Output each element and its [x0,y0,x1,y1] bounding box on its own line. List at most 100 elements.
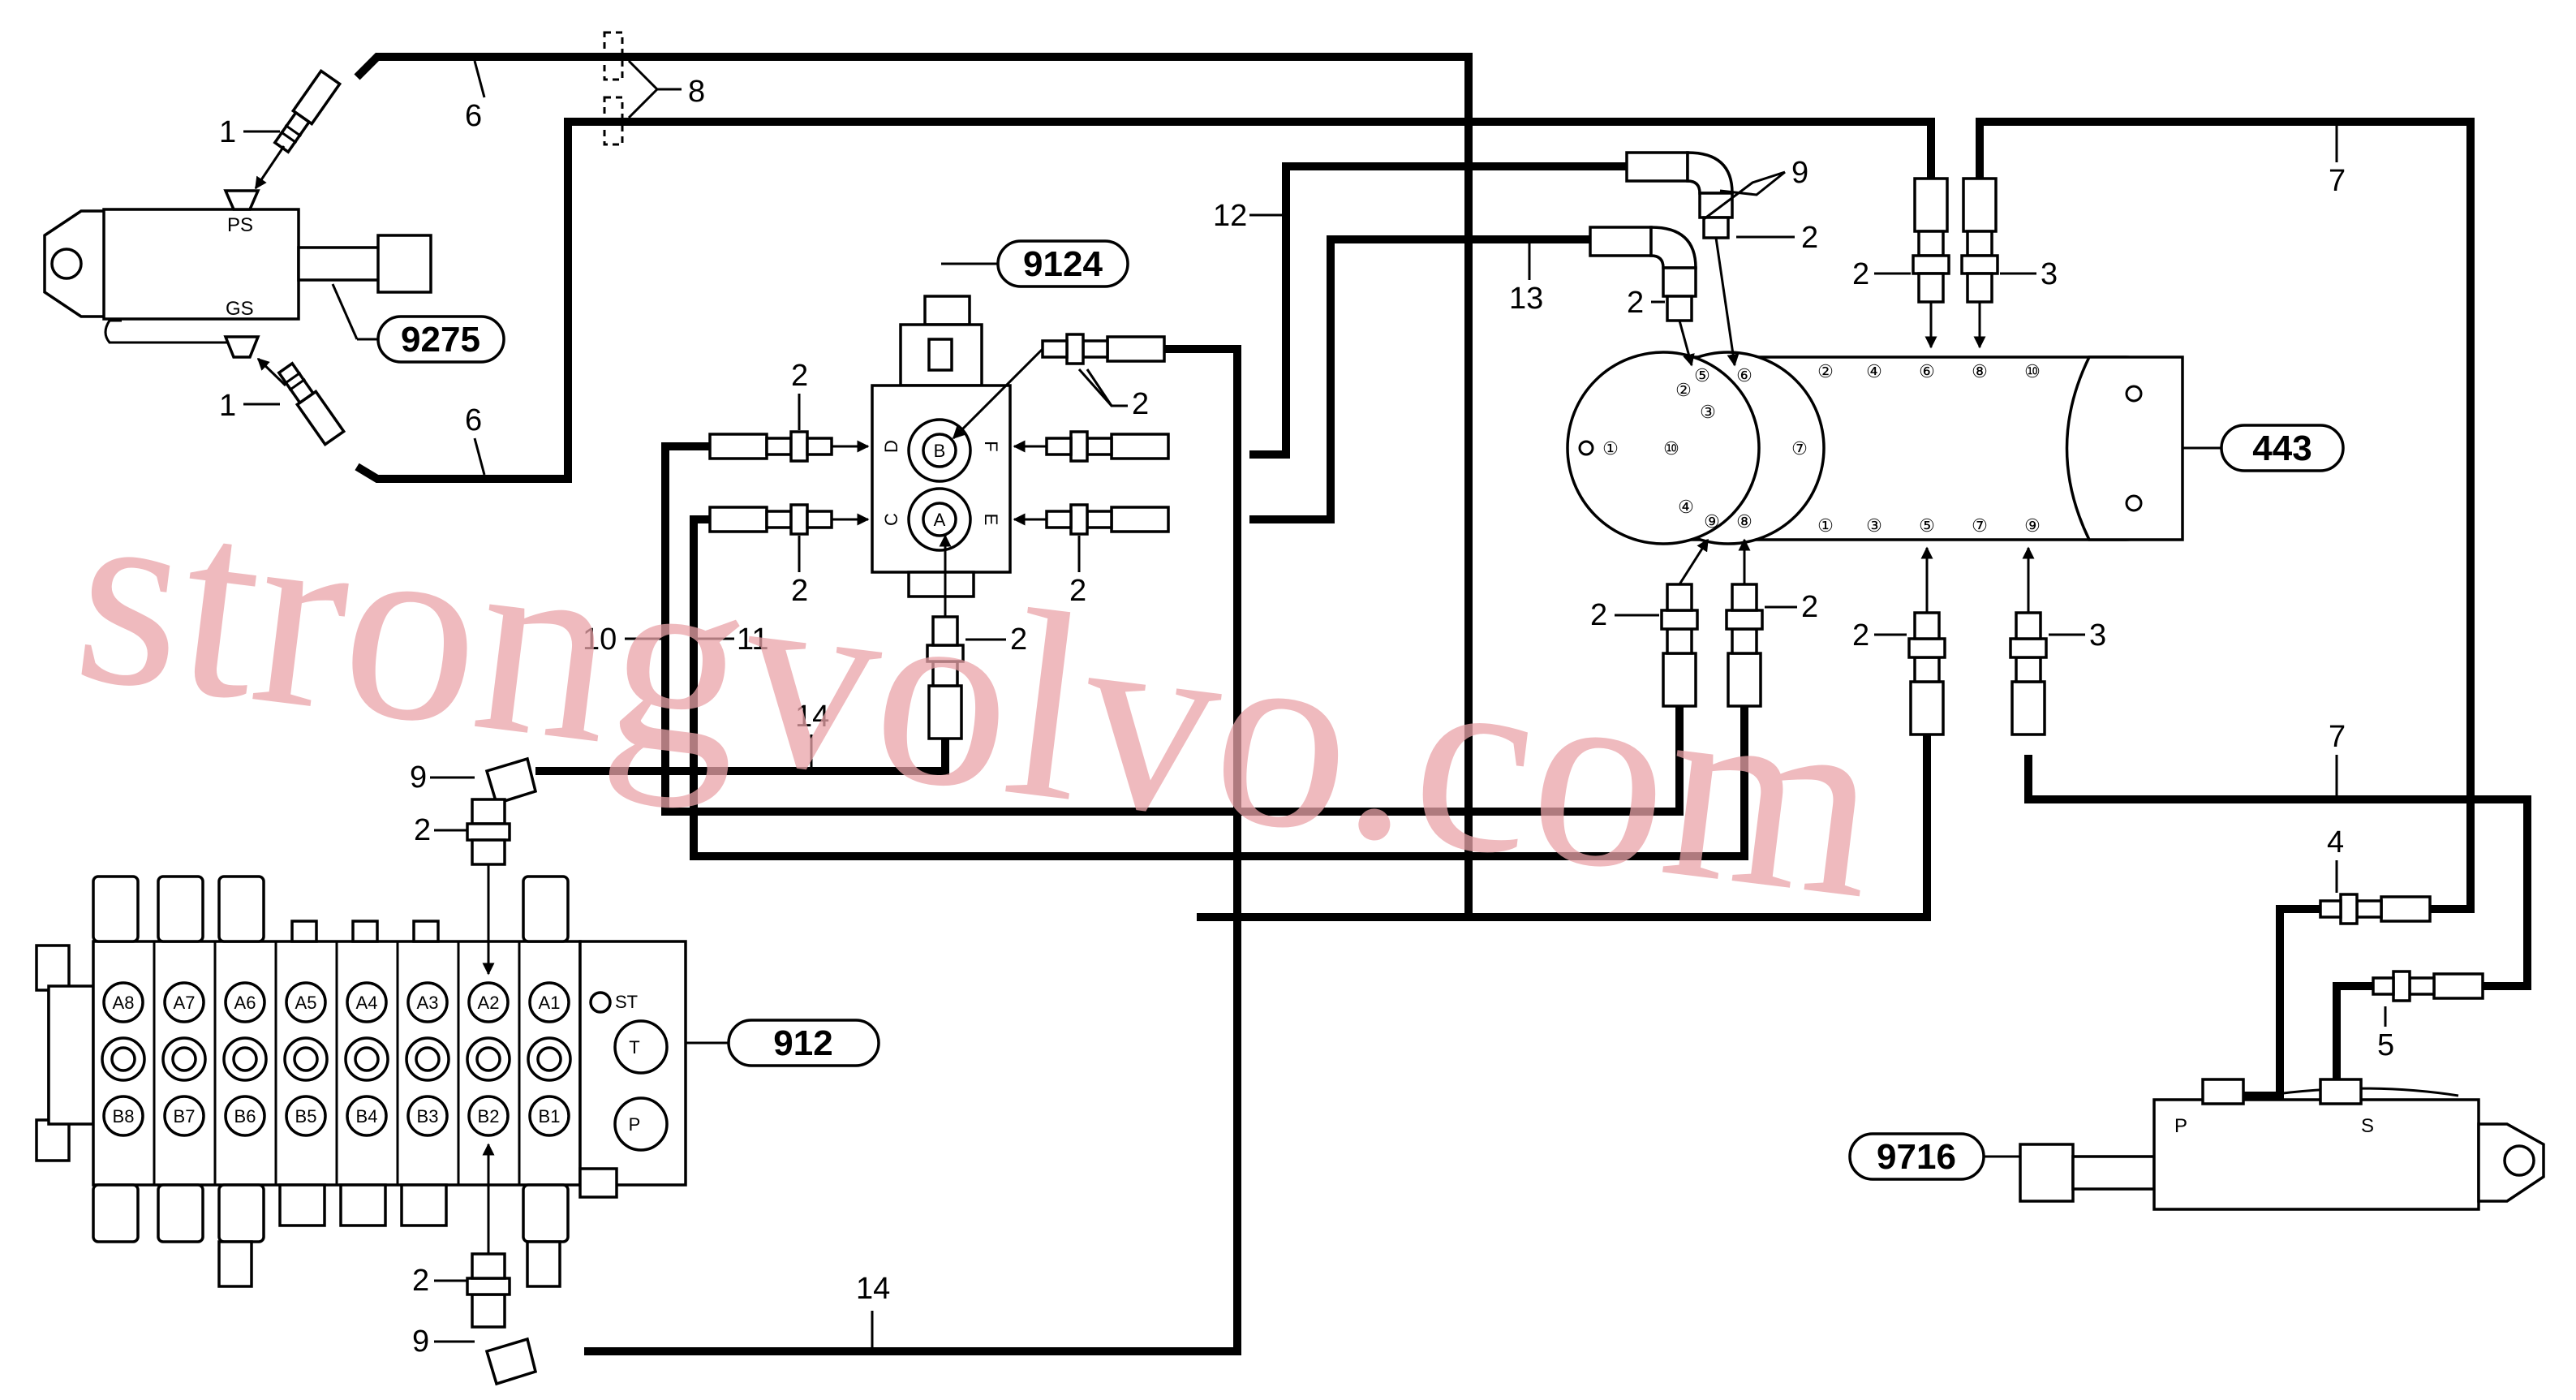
item-12: 12 [1213,199,1247,233]
swivel-443-rotor-port-10: ⑩ [1663,438,1679,459]
swivel-443-top-port-4: ④ [1866,361,1882,381]
fitting-9124-top [952,333,1166,440]
item-labels: 1 1 6 6 8 2 2 2 2 2 10 11 12 13 14 14 9 … [219,60,2394,1359]
item-2-swivel-bottom8: 2 [1801,590,1818,624]
block-912-left-end [47,984,95,1126]
port-b8: B8 [113,1106,135,1126]
valve-9124-port-a: A [934,510,946,530]
item-6-upper: 6 [465,99,482,133]
swivel-443-fitting-bottom-5 [1907,546,1946,736]
fitting-9124-right-upper [1013,430,1170,463]
callout-9716: 9716 [1877,1137,1956,1177]
swivel-443-fitting-bottom-8 [1725,538,1764,708]
swivel-443-fitting-bottom-9 [1660,538,1709,708]
hose-11 [690,515,1748,860]
hose-7-upper [1976,118,2475,913]
cylinder-9716: P S 9716 [1848,893,2545,1211]
item-8: 8 [688,75,705,109]
hose-10 [661,442,1684,816]
cylinder-9275-eye-hole [50,248,83,280]
hose-12 [1249,162,1627,459]
callout-9716-box [1848,1132,1985,1181]
port-a8: A8 [113,993,135,1013]
port-a3: A3 [417,993,439,1013]
swivel-443-fitting-rotor-6 [1625,151,1740,367]
fitting-9124-left-upper [708,430,870,463]
item-2-swivel-bottom5: 2 [1852,618,1869,653]
cylinder-9275-tube [104,319,235,344]
hose-13 [1249,235,1590,523]
item-9-lower: 9 [412,1325,429,1359]
port-b5: B5 [295,1106,317,1126]
cylinder-9716-rod-end [2019,1143,2075,1203]
fitting-9716-5 [2372,970,2484,1002]
swivel-443-fitting-bottom-9b [2009,546,2048,736]
swivel-443-bottom-port-7: ⑦ [1972,515,1988,536]
cylinder-9275-rod-end [376,234,432,294]
item-7-lower: 7 [2329,720,2346,754]
cylinder-9275-rod [297,246,381,282]
item-3-swivel-top8: 3 [2041,257,2058,291]
callout-443-box [2220,424,2345,472]
callout-9275-box [376,315,505,364]
cylinder-9716-port-p-block [2201,1078,2245,1105]
cylinder-9275-barrel [102,208,300,321]
fitting-9124-right-lower [1013,503,1170,536]
swivel-443-rotor-port-8: ⑧ [1736,511,1752,532]
item-2-swivel-bottom9: 2 [1590,598,1607,632]
port-b7: B7 [174,1106,196,1126]
callout-9275: 9275 [401,320,480,360]
valve-9124-port-b: B [934,441,946,461]
item-1-upper: 1 [219,115,236,149]
valve-9124-port-d: D [881,440,901,453]
port-a5: A5 [295,993,317,1013]
valve-9124-solenoid-window [927,338,953,372]
port-a1: A1 [539,993,561,1013]
port-p: P [629,1114,641,1135]
cylinder-9716-port-s: S [2361,1115,2374,1137]
item-3-swivel-bottom9: 3 [2089,618,2106,653]
block-912-spools [101,1036,572,1082]
cylinder-9716-port-p: P [2174,1115,2187,1137]
port-a4: A4 [356,993,378,1013]
item-2-valve-right-lower: 2 [1069,574,1086,608]
item-5: 5 [2377,1028,2394,1062]
swivel-443-rotor-port-5: ⑤ [1694,365,1710,386]
item-10: 10 [583,622,617,657]
fitting-912-a2 [466,756,538,976]
swivel-443-top-port-2: ② [1817,361,1834,381]
swivel-443-rotor-port-2: ② [1675,380,1692,400]
port-a2: A2 [478,993,500,1013]
fitting-9124-bottom [926,534,965,740]
valve-block-912: A8 A7 A6 A5 A4 A3 A2 A1 B8 B7 B6 B5 B4 [35,756,880,1386]
block-912-a-ports: A8 A7 A6 A5 A4 A3 A2 A1 [102,981,570,1023]
item-2-912-lower: 2 [412,1264,429,1298]
callout-912-box [727,1019,880,1067]
hose-7-lower [2024,755,2531,990]
swivel-443-bottom-port-9: ⑨ [2024,515,2041,536]
cylinder-9275-port-gs [223,335,260,359]
item-2-swivel-top6: 2 [1852,257,1869,291]
port-a6: A6 [234,993,256,1013]
fitting-9716-4 [2319,893,2432,925]
item-14-upper: 14 [795,700,829,734]
hose-6-upper [354,53,1473,921]
swivel-443-rotor-port-1: ① [1602,438,1619,459]
hose-lines [354,53,2531,1355]
callout-9124-box [996,239,1129,288]
fitting-9124-left-lower [708,503,870,536]
swivel-443-bottom-port-1: ① [1817,515,1834,536]
swivel-443-rotor-port-7: ⑦ [1791,438,1808,459]
port-b2: B2 [478,1106,500,1126]
callout-9124: 9124 [1023,244,1103,284]
hose-14-lower [584,345,1241,1355]
item-9-upper: 9 [410,760,427,795]
port-t: T [629,1037,639,1058]
swivel-443-rotor-port-4: ④ [1678,497,1694,517]
valve-9124-port-c: C [881,513,901,526]
fitting-1-upper [273,68,342,154]
fitting-1-lower-arrow [256,357,287,387]
item-2-valve-left-lower: 2 [791,574,808,608]
valve-9124: B A D C F E [708,239,1170,740]
hose-6-lower [355,118,1935,483]
